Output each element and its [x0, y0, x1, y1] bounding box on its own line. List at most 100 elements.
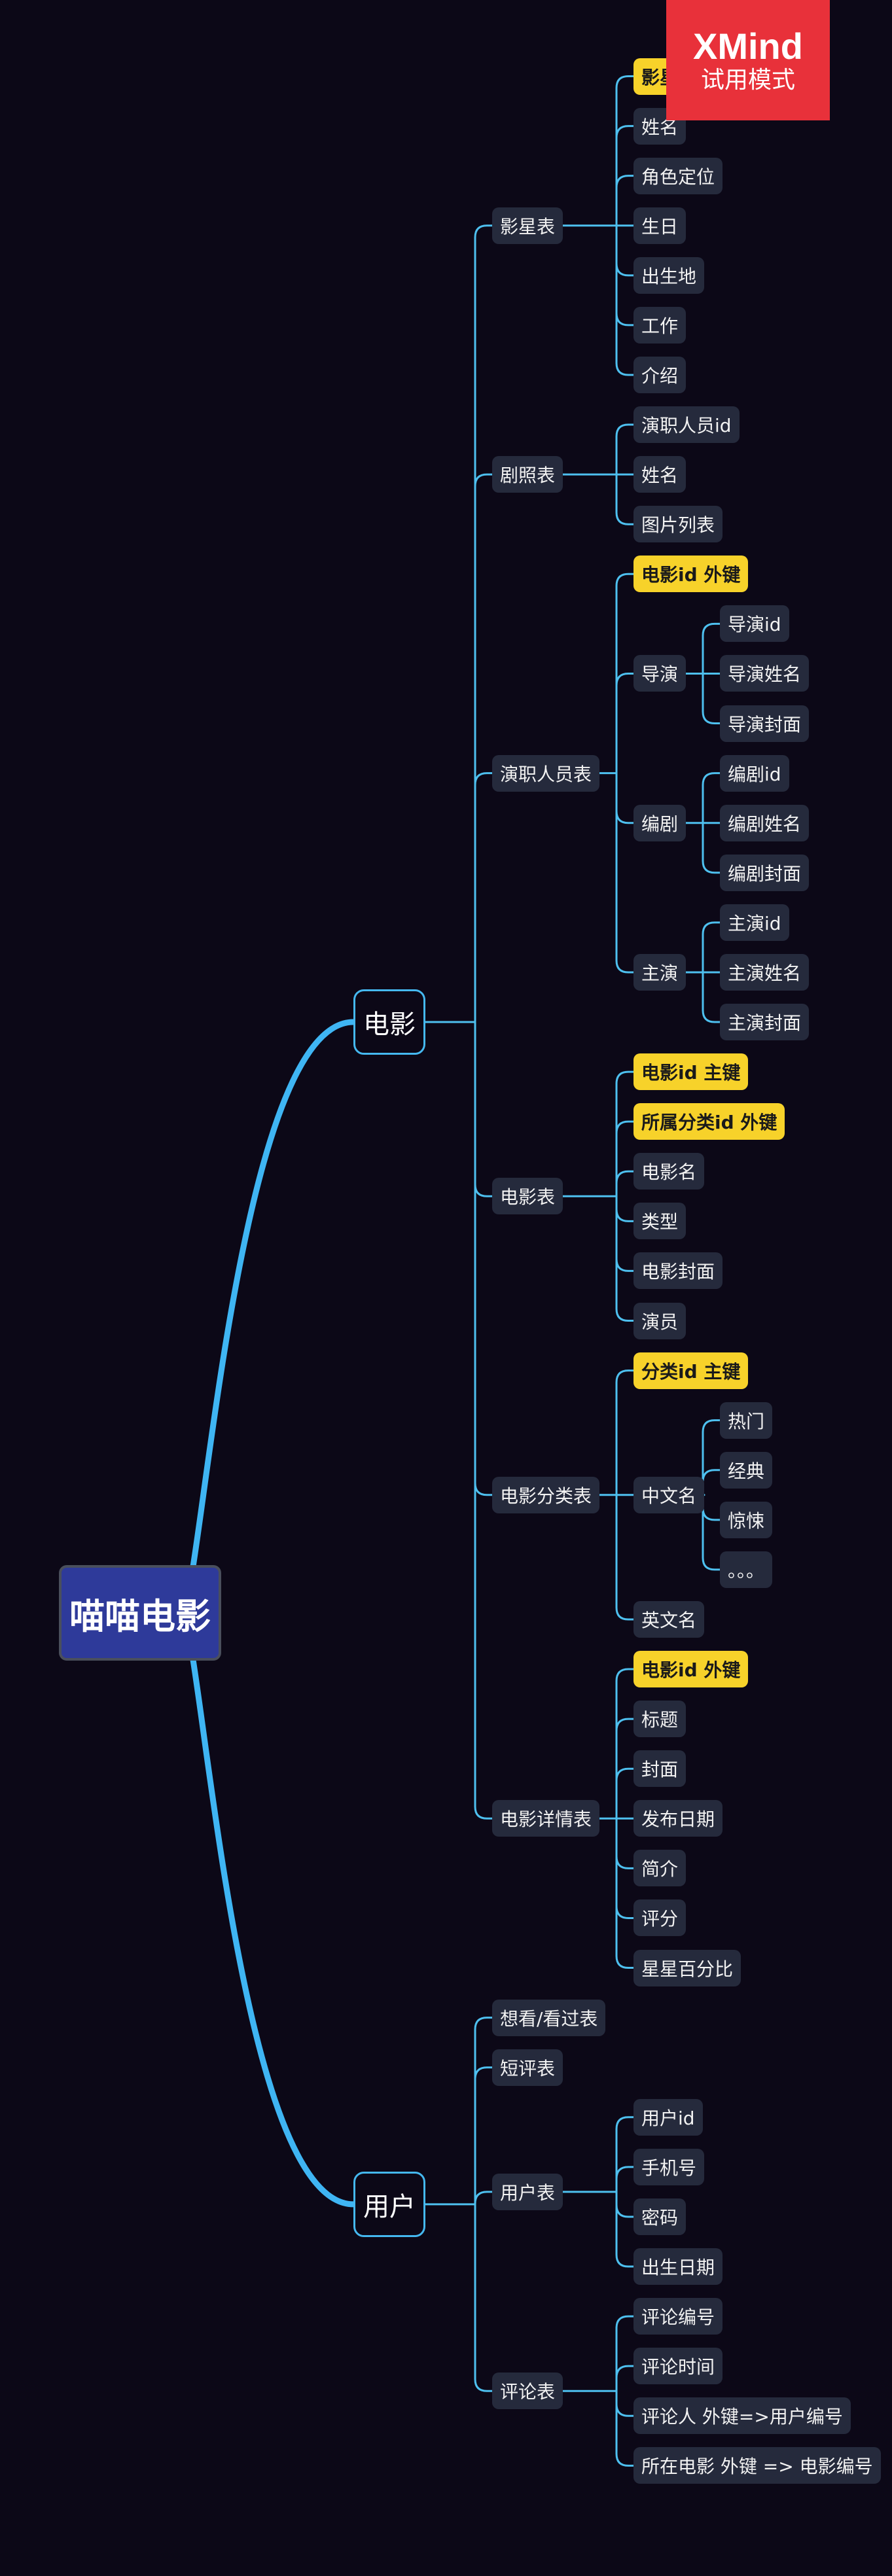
- connector-director-id: [702, 622, 721, 675]
- node-root[interactable]: 喵喵电影: [59, 1565, 221, 1661]
- node-movie[interactable]: 电影: [353, 989, 425, 1055]
- node-cat-more[interactable]: 。。。: [720, 1551, 773, 1588]
- node-user-password[interactable]: 密码: [633, 2198, 687, 2235]
- node-detail-table[interactable]: 电影详情表: [492, 1800, 600, 1837]
- node-detail-cover[interactable]: 封面: [633, 1750, 687, 1788]
- connector-movie: [179, 1019, 357, 1616]
- connector-star-intro: [615, 224, 635, 376]
- connector-cat-classic: [702, 1469, 721, 1496]
- node-comment-table[interactable]: 评论表: [492, 2373, 563, 2410]
- node-comment-time[interactable]: 评论时间: [633, 2348, 723, 2385]
- connector-cat-thriller: [702, 1494, 721, 1521]
- node-film-actors[interactable]: 演员: [633, 1302, 687, 1339]
- connector-comment-time: [615, 2365, 635, 2392]
- connector-director: [615, 672, 635, 775]
- node-cat-thriller[interactable]: 惊悚: [720, 1501, 773, 1538]
- connector-film-category-id: [615, 1120, 635, 1197]
- node-want-watched-table[interactable]: 想看/看过表: [492, 1999, 606, 2036]
- connector-user-id: [615, 2116, 635, 2193]
- node-comment-user[interactable]: 评论人 外键=>用户编号: [633, 2397, 851, 2435]
- node-lead-name[interactable]: 主演姓名: [720, 953, 810, 991]
- node-detail-release[interactable]: 发布日期: [633, 1800, 723, 1837]
- node-writer-id[interactable]: 编剧id: [720, 754, 789, 792]
- node-lead[interactable]: 主演: [633, 953, 687, 991]
- node-star-birthday[interactable]: 生日: [633, 207, 687, 244]
- connector-cat-hot: [702, 1419, 721, 1496]
- connector-user-table: [474, 2191, 493, 2206]
- node-detail-star-pct[interactable]: 星星百分比: [633, 1949, 741, 1986]
- node-lead-cover[interactable]: 主演封面: [720, 1004, 810, 1041]
- node-user[interactable]: 用户: [353, 2171, 425, 2237]
- connector-star-name: [615, 125, 635, 227]
- node-film-id[interactable]: 电影id 主键: [633, 1053, 749, 1091]
- node-detail-movie-id[interactable]: 电影id 外键: [633, 1651, 749, 1688]
- node-film-type[interactable]: 类型: [633, 1203, 687, 1240]
- node-comment-no[interactable]: 评论编号: [633, 2298, 723, 2335]
- connector-comment-movie: [615, 2390, 635, 2467]
- node-film-category-id[interactable]: 所属分类id 外键: [633, 1103, 785, 1140]
- connector-film-table: [474, 1021, 493, 1197]
- connector-lead-id: [702, 921, 721, 974]
- node-star-work[interactable]: 工作: [633, 306, 687, 344]
- connector-film-id: [615, 1070, 635, 1197]
- node-still-staff-id[interactable]: 演职人员id: [633, 406, 740, 444]
- node-director-cover[interactable]: 导演封面: [720, 705, 810, 742]
- connector-user-phone: [615, 2166, 635, 2193]
- connector-cat-more: [702, 1494, 721, 1571]
- node-crew-movie-id[interactable]: 电影id 外键: [633, 556, 749, 593]
- node-still-name[interactable]: 姓名: [633, 456, 687, 493]
- node-category-cn-name[interactable]: 中文名: [633, 1476, 705, 1513]
- node-writer[interactable]: 编剧: [633, 804, 687, 841]
- connector-crew-movie-id: [615, 573, 635, 775]
- connector-comment-user: [615, 2390, 635, 2417]
- node-cat-classic[interactable]: 经典: [720, 1451, 773, 1489]
- badge-mode: 试用模式: [700, 67, 795, 94]
- node-film-name[interactable]: 电影名: [633, 1153, 705, 1190]
- connector-film-name: [615, 1170, 635, 1197]
- node-category-id[interactable]: 分类id 主键: [633, 1352, 749, 1389]
- node-director-name[interactable]: 导演姓名: [720, 655, 810, 692]
- node-detail-title[interactable]: 标题: [633, 1701, 687, 1738]
- connector-film-type: [615, 1195, 635, 1222]
- node-writer-name[interactable]: 编剧姓名: [720, 804, 810, 841]
- node-still-table[interactable]: 剧照表: [492, 456, 563, 493]
- connector-director-cover: [702, 672, 721, 725]
- connector-still-table: [474, 473, 493, 1023]
- node-detail-summary[interactable]: 简介: [633, 1850, 687, 1887]
- node-star-table[interactable]: 影星表: [492, 207, 563, 244]
- node-film-cover[interactable]: 电影封面: [633, 1252, 723, 1290]
- connector-detail-summary: [615, 1817, 635, 1869]
- connector-detail-star-pct: [615, 1817, 635, 1969]
- connector-detail-table: [474, 1021, 493, 1820]
- connector-user: [179, 1610, 357, 2208]
- node-still-pictures[interactable]: 图片列表: [633, 506, 723, 543]
- node-crew-table[interactable]: 演职人员表: [492, 754, 600, 792]
- node-user-table[interactable]: 用户表: [492, 2173, 563, 2210]
- node-user-birthday[interactable]: 出生日期: [633, 2248, 723, 2285]
- node-user-id[interactable]: 用户id: [633, 2098, 703, 2136]
- node-director[interactable]: 导演: [633, 655, 687, 692]
- node-star-intro[interactable]: 介绍: [633, 356, 687, 393]
- node-lead-id[interactable]: 主演id: [720, 904, 789, 941]
- connector-star-role: [615, 175, 635, 227]
- node-category-table[interactable]: 电影分类表: [492, 1476, 600, 1513]
- connector-detail-title: [615, 1718, 635, 1820]
- connector-category-id: [615, 1369, 635, 1496]
- node-cat-hot[interactable]: 热门: [720, 1402, 773, 1439]
- node-user-phone[interactable]: 手机号: [633, 2148, 705, 2185]
- xmind-trial-badge: XMind 试用模式: [666, 0, 830, 120]
- node-short-review-table[interactable]: 短评表: [492, 2049, 563, 2086]
- node-comment-movie[interactable]: 所在电影 外键 => 电影编号: [633, 2447, 881, 2484]
- connector-star-id: [615, 75, 635, 227]
- connector-star-table: [474, 224, 493, 1023]
- node-star-role[interactable]: 角色定位: [633, 157, 723, 194]
- node-director-id[interactable]: 导演id: [720, 605, 789, 643]
- connector-category-table: [474, 1021, 493, 1496]
- node-film-table[interactable]: 电影表: [492, 1178, 563, 1215]
- node-writer-cover[interactable]: 编剧封面: [720, 854, 810, 891]
- node-detail-score[interactable]: 评分: [633, 1899, 687, 1937]
- connector-writer-id: [702, 772, 721, 824]
- node-category-en-name[interactable]: 英文名: [633, 1600, 705, 1638]
- node-star-birthplace[interactable]: 出生地: [633, 256, 705, 294]
